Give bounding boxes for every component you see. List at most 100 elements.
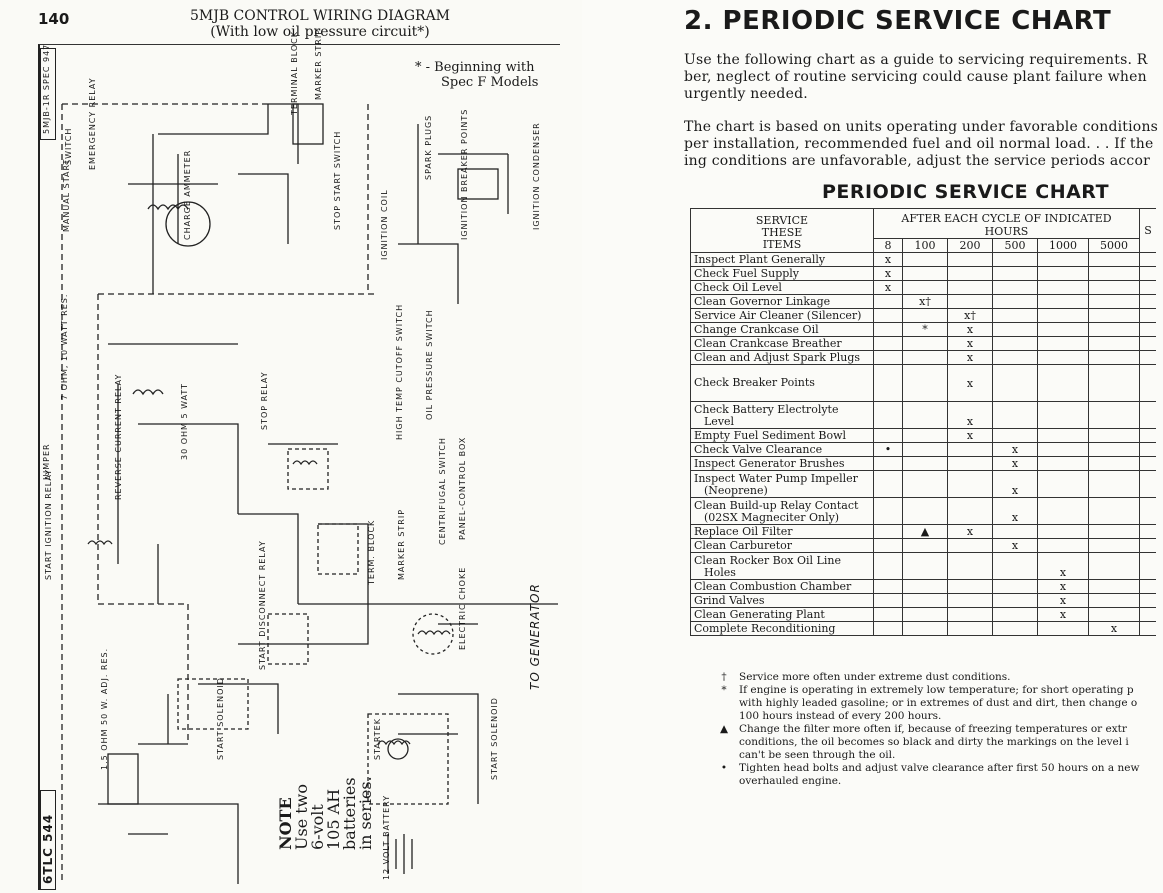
service-mark xyxy=(873,456,903,471)
service-mark-extra xyxy=(1139,266,1156,281)
service-item: Check Oil Level xyxy=(690,280,874,295)
service-item-label-cont: Level xyxy=(704,415,735,428)
label-spark-plugs: SPARK PLUGS xyxy=(424,114,433,180)
service-mark: x xyxy=(1037,593,1089,608)
service-mark xyxy=(992,308,1038,323)
service-mark-extra xyxy=(1139,607,1156,622)
label-start-disconnect-relay: START DISCONNECT RELAY xyxy=(258,540,267,670)
spec-note-line2: Spec F Models xyxy=(441,75,539,90)
left-page: 140 5MJB CONTROL WIRING DIAGRAM (With lo… xyxy=(38,8,560,890)
service-mark xyxy=(902,607,948,622)
footnote-text: Service more often under extreme dust co… xyxy=(739,671,1011,683)
footnote-text: conditions, the oil becomes so black and… xyxy=(739,736,1129,748)
service-mark xyxy=(1037,428,1089,443)
table-row: Replace Oil Filter▲x xyxy=(690,524,1156,539)
service-table: SERVICE THESE ITEMS AFTER EACH CYCLE OF … xyxy=(690,208,1156,636)
conditions-paragraph-line: ing conditions are unfavorable, adjust t… xyxy=(684,153,1150,169)
service-item-label: Inspect Plant Generally xyxy=(694,252,826,266)
service-mark-extra xyxy=(1139,252,1156,267)
service-mark-extra xyxy=(1139,524,1156,539)
service-mark xyxy=(992,401,1038,429)
service-mark xyxy=(873,428,903,443)
service-mark: x xyxy=(947,428,993,443)
service-mark xyxy=(1037,497,1089,525)
service-item-label: Check Breaker Points xyxy=(694,376,815,389)
service-mark xyxy=(902,280,948,295)
service-item: Clean Carburetor xyxy=(690,538,874,553)
service-item: Clean Generating Plant xyxy=(690,607,874,622)
label-ohm-resistor: 7 OHM, 10 WATT RES. xyxy=(60,293,69,400)
service-mark-extra xyxy=(1139,336,1156,351)
service-mark xyxy=(873,497,903,525)
service-mark: x xyxy=(1037,552,1089,580)
service-mark xyxy=(947,456,993,471)
label-start-ignition-relay: START IGNITION RELAY xyxy=(44,468,53,580)
service-mark xyxy=(873,593,903,608)
service-mark: x xyxy=(947,336,993,351)
service-mark xyxy=(902,428,948,443)
service-mark xyxy=(947,294,993,309)
service-item-label: Clean Rocker Box Oil Line xyxy=(694,554,841,567)
service-mark xyxy=(947,538,993,553)
service-mark xyxy=(1037,456,1089,471)
service-item: Inspect Plant Generally xyxy=(690,252,874,267)
label-30-ohm: 30 OHM 5 WATT xyxy=(180,382,189,460)
service-mark: ▲ xyxy=(902,524,948,539)
service-mark xyxy=(992,579,1038,594)
service-mark-extra xyxy=(1139,552,1156,580)
service-mark xyxy=(1037,524,1089,539)
label-start-solenoid-2: START SOLENOID xyxy=(490,697,499,780)
footnote-symbol: ▲ xyxy=(719,723,729,735)
service-mark-extra xyxy=(1139,294,1156,309)
service-mark xyxy=(902,336,948,351)
label-ignition-coil: IGNITION COIL xyxy=(380,189,389,260)
service-mark xyxy=(873,294,903,309)
service-mark xyxy=(1088,470,1140,498)
service-item: Inspect Generator Brushes xyxy=(690,456,874,471)
service-mark xyxy=(947,552,993,580)
service-mark xyxy=(1088,538,1140,553)
service-mark xyxy=(873,470,903,498)
table-row: Service Air Cleaner (Silencer)x† xyxy=(690,308,1156,323)
label-manual-start: MANUAL START xyxy=(62,158,71,232)
service-mark xyxy=(1088,442,1140,457)
service-mark xyxy=(1037,621,1089,636)
intro-paragraph-line: Use the following chart as a guide to se… xyxy=(684,52,1148,68)
service-mark-extra xyxy=(1139,308,1156,323)
service-mark xyxy=(1088,364,1140,402)
service-item-label: Clean Generating Plant xyxy=(694,607,825,621)
service-mark xyxy=(1037,538,1089,553)
hour-column-header: 100 xyxy=(902,238,948,253)
footnote-text: overhauled engine. xyxy=(739,775,842,787)
service-mark xyxy=(1037,470,1089,498)
service-mark xyxy=(992,621,1038,636)
spec-note-line1: * - Beginning with xyxy=(415,60,535,75)
diagram-frame xyxy=(38,44,560,890)
service-mark-extra xyxy=(1139,621,1156,636)
service-mark xyxy=(902,593,948,608)
service-mark xyxy=(902,442,948,457)
service-mark xyxy=(992,552,1038,580)
service-mark: x xyxy=(992,442,1038,457)
service-mark xyxy=(902,401,948,429)
footnote-symbol: * xyxy=(721,684,727,696)
diagram-code-box-bottom xyxy=(40,790,56,890)
service-item-label: Clean and Adjust Spark Plugs xyxy=(694,350,861,364)
diagram-title: 5MJB CONTROL WIRING DIAGRAM (With low oi… xyxy=(170,8,470,40)
header-extra: S xyxy=(1139,208,1156,253)
service-mark xyxy=(1088,252,1140,267)
service-mark xyxy=(1037,308,1089,323)
table-row: Inspect Water Pump Impeller(Neoprene)x xyxy=(690,470,1156,498)
service-item-label: Inspect Water Pump Impeller xyxy=(694,472,858,485)
service-mark xyxy=(947,266,993,281)
service-mark xyxy=(1088,593,1140,608)
service-mark xyxy=(947,621,993,636)
service-mark-extra xyxy=(1139,280,1156,295)
service-mark xyxy=(1088,579,1140,594)
service-mark-extra xyxy=(1139,579,1156,594)
service-mark xyxy=(873,336,903,351)
